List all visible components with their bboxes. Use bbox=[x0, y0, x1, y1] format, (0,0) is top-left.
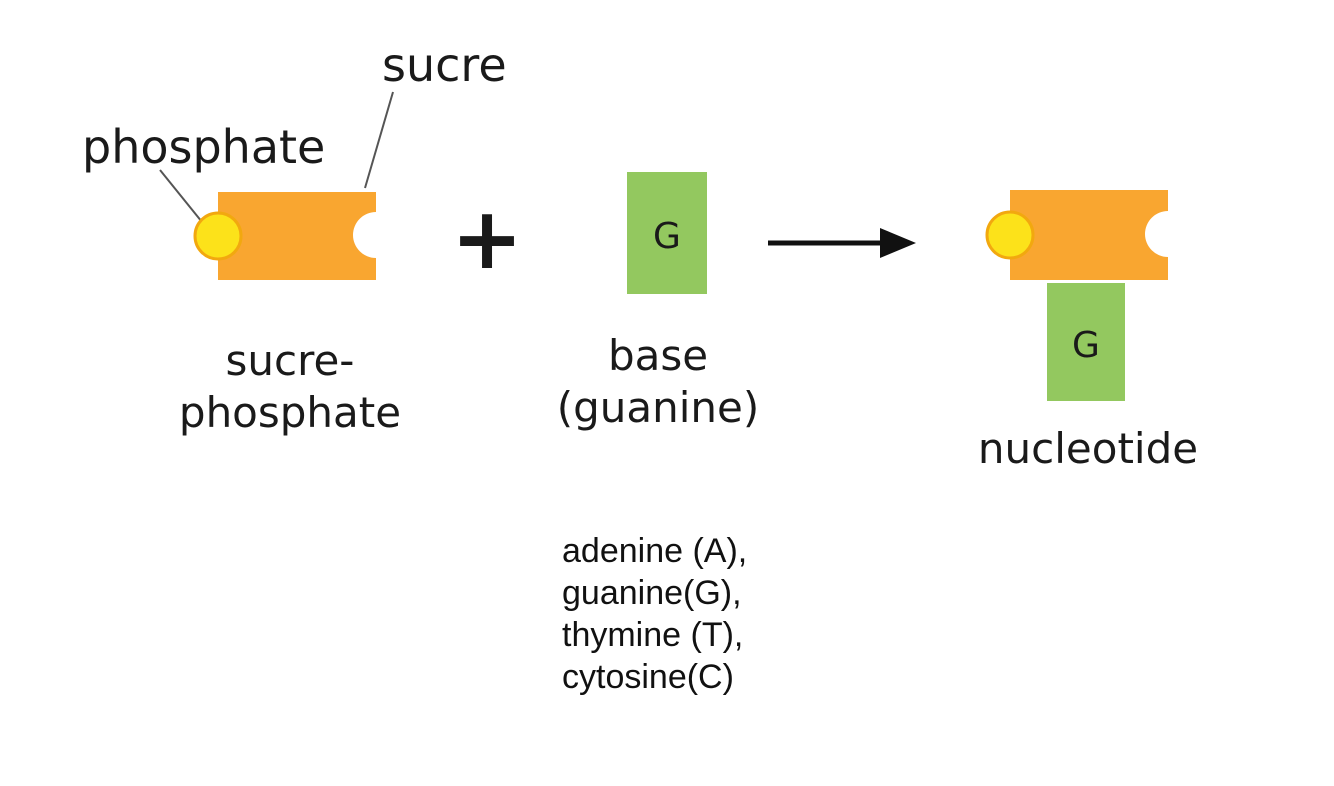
sugar-phosphate-label: sucre- phosphate bbox=[140, 335, 440, 439]
plus-sign: + bbox=[451, 189, 523, 289]
nucleotide-phosphate-circle bbox=[985, 210, 1035, 260]
nucleotide-base-rect bbox=[1047, 283, 1125, 401]
sugar-phosphate-label-line1: sucre- bbox=[225, 336, 355, 385]
base-list-item: cytosine(C) bbox=[562, 658, 734, 696]
base-shape: G bbox=[627, 172, 707, 294]
base-label-line1: base bbox=[607, 331, 709, 380]
base-list-item: adenine (A), bbox=[562, 532, 748, 570]
arrow-head bbox=[880, 228, 916, 258]
sugar-shape bbox=[218, 192, 376, 280]
base-list-item: guanine(G), bbox=[562, 574, 742, 612]
base-rect bbox=[627, 172, 707, 294]
sugar-leader-line bbox=[364, 91, 394, 189]
nucleotide-base-letter: G bbox=[1072, 325, 1100, 366]
sugar-phosphate-label-line2: phosphate bbox=[178, 388, 402, 437]
sugar-phosphate-shape bbox=[193, 192, 376, 280]
base-label: base (guanine) bbox=[508, 330, 808, 434]
nucleotide-sugar-shape bbox=[1010, 190, 1168, 280]
nucleotide-label: nucleotide bbox=[977, 424, 1199, 473]
nucleotide-shape: G bbox=[985, 190, 1168, 401]
base-list: adenine (A), guanine(G), thymine (T), cy… bbox=[562, 530, 747, 698]
sugar-label: sucre bbox=[382, 38, 507, 92]
base-list-item: thymine (T), bbox=[562, 616, 744, 654]
phosphate-leader-line bbox=[159, 169, 203, 223]
phosphate-label: phosphate bbox=[82, 120, 326, 174]
reaction-arrow bbox=[768, 228, 916, 258]
base-label-line2: (guanine) bbox=[556, 383, 760, 432]
base-letter: G bbox=[653, 216, 681, 257]
phosphate-circle bbox=[193, 211, 243, 261]
